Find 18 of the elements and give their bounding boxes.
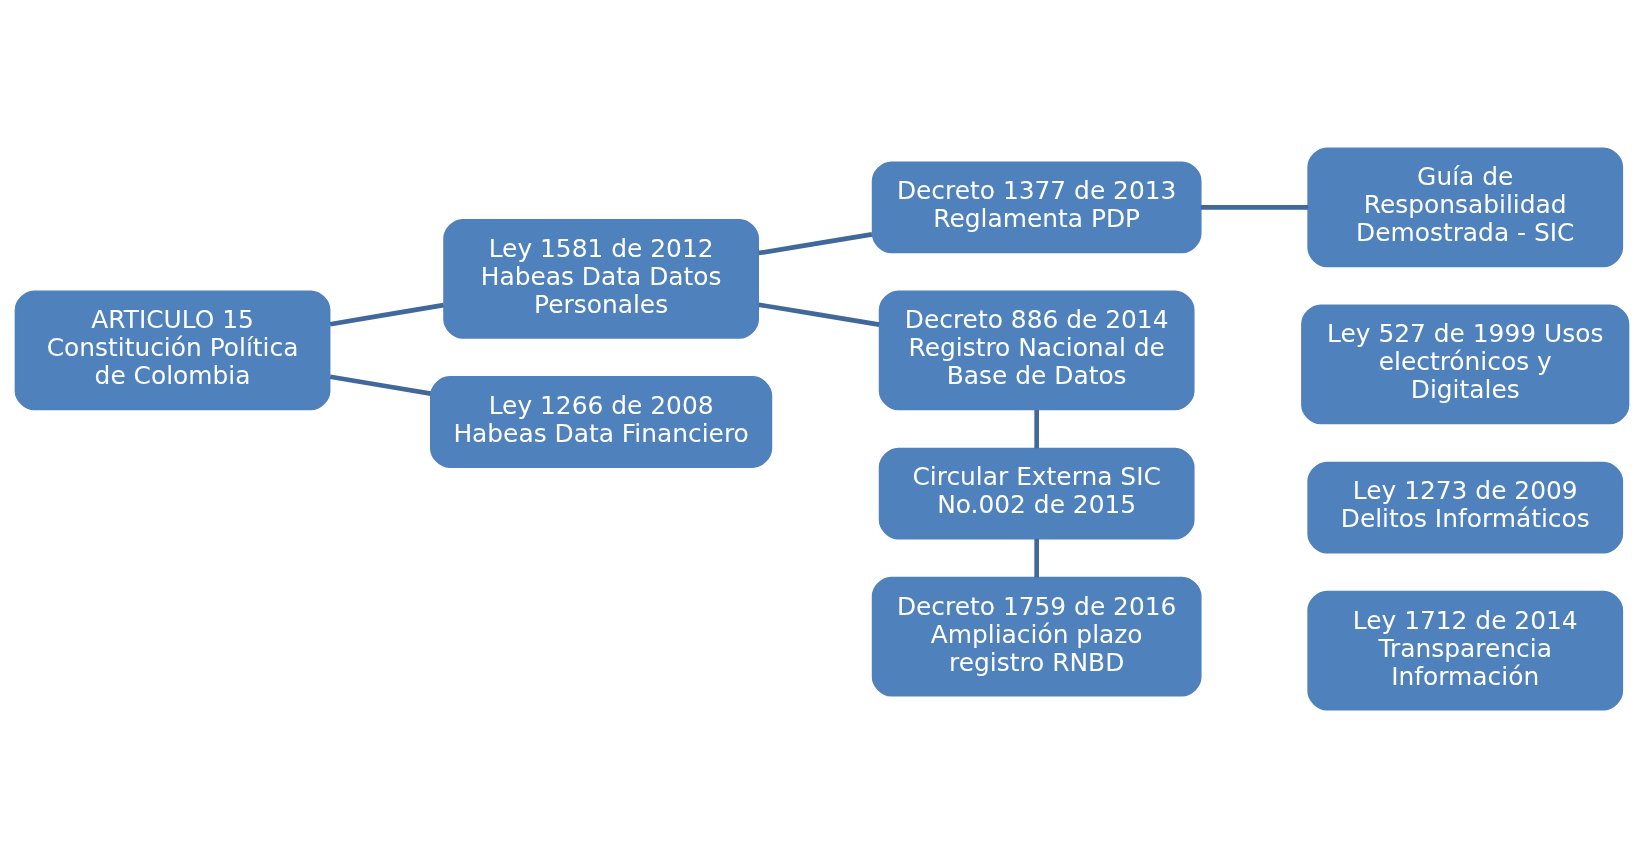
node-box: Guía de Responsabilidad Demostrada - SIC [1307, 146, 1624, 267]
node-box: Decreto 886 de 2014 Registro Nacional de Base de Datos [878, 290, 1195, 410]
connector [329, 373, 432, 396]
connector [1034, 409, 1039, 448]
node-box: Circular Externa SIC No.002 de 2015 [878, 447, 1195, 539]
connector [758, 231, 873, 255]
node-box: Ley 527 de 1999 Usos electrónicos y Digitales [1301, 304, 1630, 424]
node-box: Ley 1712 de 2014 Transparencia Información [1307, 590, 1624, 711]
node-box: Ley 1581 de 2012 Habeas Data Datos Personales [443, 218, 759, 339]
node-box: Ley 1266 de 2008 Habeas Data Financiero [430, 375, 773, 468]
connector [1034, 538, 1039, 577]
connector [329, 302, 444, 326]
connector [1200, 204, 1309, 210]
node-box: Decreto 1759 de 2016 Ampliación plazo registro RNBD [871, 576, 1202, 697]
node-box: Decreto 1377 de 2013 Reglamenta PDP [871, 160, 1202, 253]
connector [758, 301, 880, 327]
node-box: ARTICULO 15 Constitución Política de Colombia [14, 290, 331, 410]
node-box: Ley 1273 de 2009 Delitos Informáticos [1307, 461, 1624, 553]
